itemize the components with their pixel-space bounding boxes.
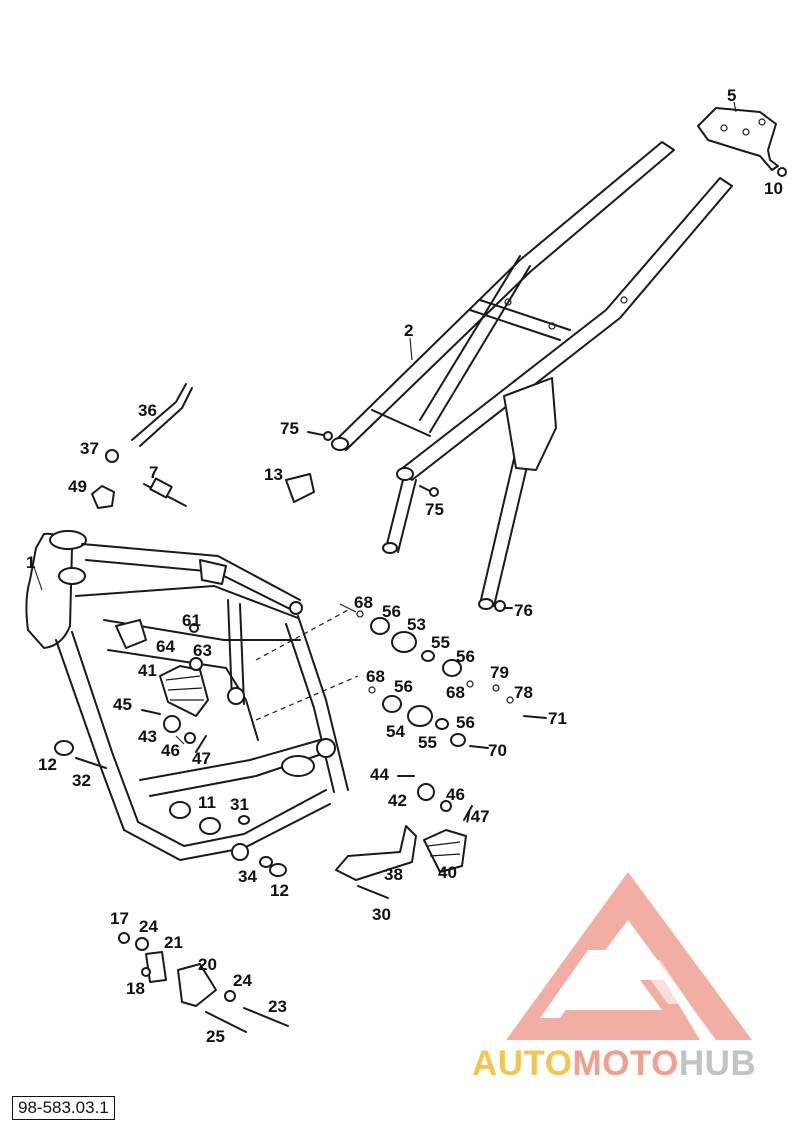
main-frame <box>25 530 349 861</box>
callout: 56 <box>456 713 475 732</box>
left-footrest <box>54 623 209 769</box>
callout: 75 <box>280 419 299 438</box>
callout: 10 <box>764 179 783 198</box>
callout: 56 <box>382 602 401 621</box>
callout: 49 <box>68 477 87 496</box>
diagram-reference-number: 98-583.03.1 <box>12 1096 115 1120</box>
callout: 12 <box>38 755 57 774</box>
callout: 20 <box>198 955 217 974</box>
part-75-bolt-b <box>419 485 439 497</box>
callout: 21 <box>164 933 183 952</box>
callout: 42 <box>388 791 407 810</box>
callout: 24 <box>139 917 158 936</box>
callout: 53 <box>407 615 426 634</box>
callout: 18 <box>126 979 145 998</box>
callout: 7 <box>149 463 158 482</box>
lower-mount-parts <box>118 815 289 1033</box>
callout: 17 <box>110 909 129 928</box>
part-36-hose <box>131 383 193 447</box>
callout: 79 <box>490 663 509 682</box>
right-footrest-cluster <box>255 609 547 899</box>
callout: 55 <box>418 733 437 752</box>
callout: 34 <box>238 867 257 886</box>
callout: 38 <box>384 865 403 884</box>
callout: 30 <box>372 905 391 924</box>
callout: 64 <box>156 637 175 656</box>
callout: 56 <box>456 647 475 666</box>
callout: 23 <box>268 997 287 1016</box>
callout: 78 <box>514 683 533 702</box>
callout: 63 <box>193 641 212 660</box>
callout: /47 <box>466 807 490 826</box>
part-10-screw <box>777 167 787 177</box>
callout: 41 <box>138 661 157 680</box>
callout: 68 <box>366 667 385 686</box>
callout: 2 <box>404 321 413 340</box>
callout: 44 <box>370 765 389 784</box>
rear-subframe <box>331 141 733 610</box>
callout: 24 <box>233 971 252 990</box>
callout: 45 <box>113 695 132 714</box>
callout: 25 <box>206 1027 225 1046</box>
callout: 76 <box>514 601 533 620</box>
part-75-bolt-a <box>307 431 333 441</box>
callout: 70 <box>488 741 507 760</box>
callout: 13 <box>264 465 283 484</box>
callout: 1 <box>26 553 35 572</box>
callout: 40 <box>438 863 457 882</box>
part-76-bolt <box>494 600 513 612</box>
callout: 37 <box>80 439 99 458</box>
callout: 68 <box>354 593 373 612</box>
part-7-sensor <box>143 477 187 507</box>
callout: 32 <box>72 771 91 790</box>
callout: 12 <box>270 881 289 900</box>
callout: 43 <box>138 727 157 746</box>
callout: 31 <box>230 795 249 814</box>
callout: 36 <box>138 401 157 420</box>
callout: 61 <box>182 611 201 630</box>
callout: 47 <box>192 749 211 768</box>
watermark-text: AUTOMOTOHUB <box>472 1044 757 1083</box>
callout: 46 <box>446 785 465 804</box>
part-5-bracket <box>697 107 779 171</box>
callout: 46 <box>161 741 180 760</box>
callout: 11 <box>198 793 216 812</box>
callout: 54 <box>386 722 405 741</box>
callout: 5 <box>727 86 736 105</box>
callout: 75 <box>425 500 444 519</box>
part-13-block <box>285 473 315 503</box>
part-49-plug <box>91 485 115 509</box>
part-37-clip <box>105 449 119 463</box>
callout: 55 <box>431 633 450 652</box>
callout-labels: 1 2 5 10 36 37 49 7 13 75 75 76 61 64 63… <box>26 86 783 1046</box>
leader-lines <box>33 101 737 745</box>
callout: 71 <box>548 709 567 728</box>
callout: 68 <box>446 683 465 702</box>
callout: 56 <box>394 677 413 696</box>
watermark-logo <box>506 872 752 1040</box>
